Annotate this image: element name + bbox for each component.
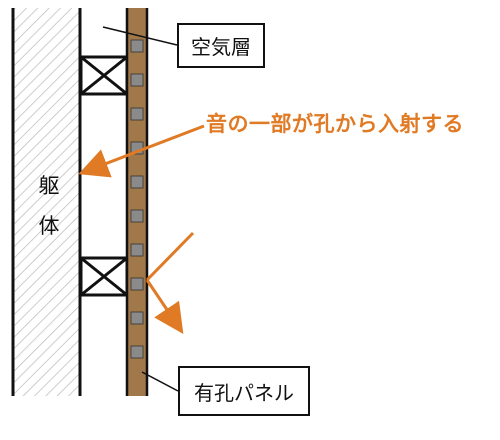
panel-hole xyxy=(130,243,144,257)
panel-leader xyxy=(141,371,179,392)
air-layer-leader xyxy=(102,26,178,46)
sound-arrow-into-wall xyxy=(78,124,205,178)
spacer-block-upper xyxy=(79,55,129,96)
panel-hole xyxy=(130,73,144,87)
sound-annotation: 音の一部が孔から入射する xyxy=(206,112,464,136)
panel-hole xyxy=(130,277,144,291)
structural-wall xyxy=(13,8,80,396)
panel-hole xyxy=(130,345,144,359)
structure-label-char-1: 躯 xyxy=(38,174,60,198)
air-layer-text: 空気層 xyxy=(191,35,251,59)
panel-hole xyxy=(130,311,144,325)
air-layer-label: 空気層 xyxy=(177,23,265,68)
sound-reflected-arrow xyxy=(145,279,184,334)
panel-hole xyxy=(130,209,144,223)
sound-incident-line xyxy=(145,231,195,282)
structure-label: 躯 体 xyxy=(34,166,64,246)
structure-label-char-2: 体 xyxy=(38,214,60,238)
perforated-panel xyxy=(127,8,147,396)
spacer-block-lower xyxy=(79,256,129,297)
panel-hole xyxy=(130,39,144,53)
perforated-panel-text: 有孔パネル xyxy=(194,380,294,405)
panel-hole xyxy=(130,107,144,121)
panel-hole xyxy=(130,175,144,189)
perforated-panel-label: 有孔パネル xyxy=(178,366,310,416)
